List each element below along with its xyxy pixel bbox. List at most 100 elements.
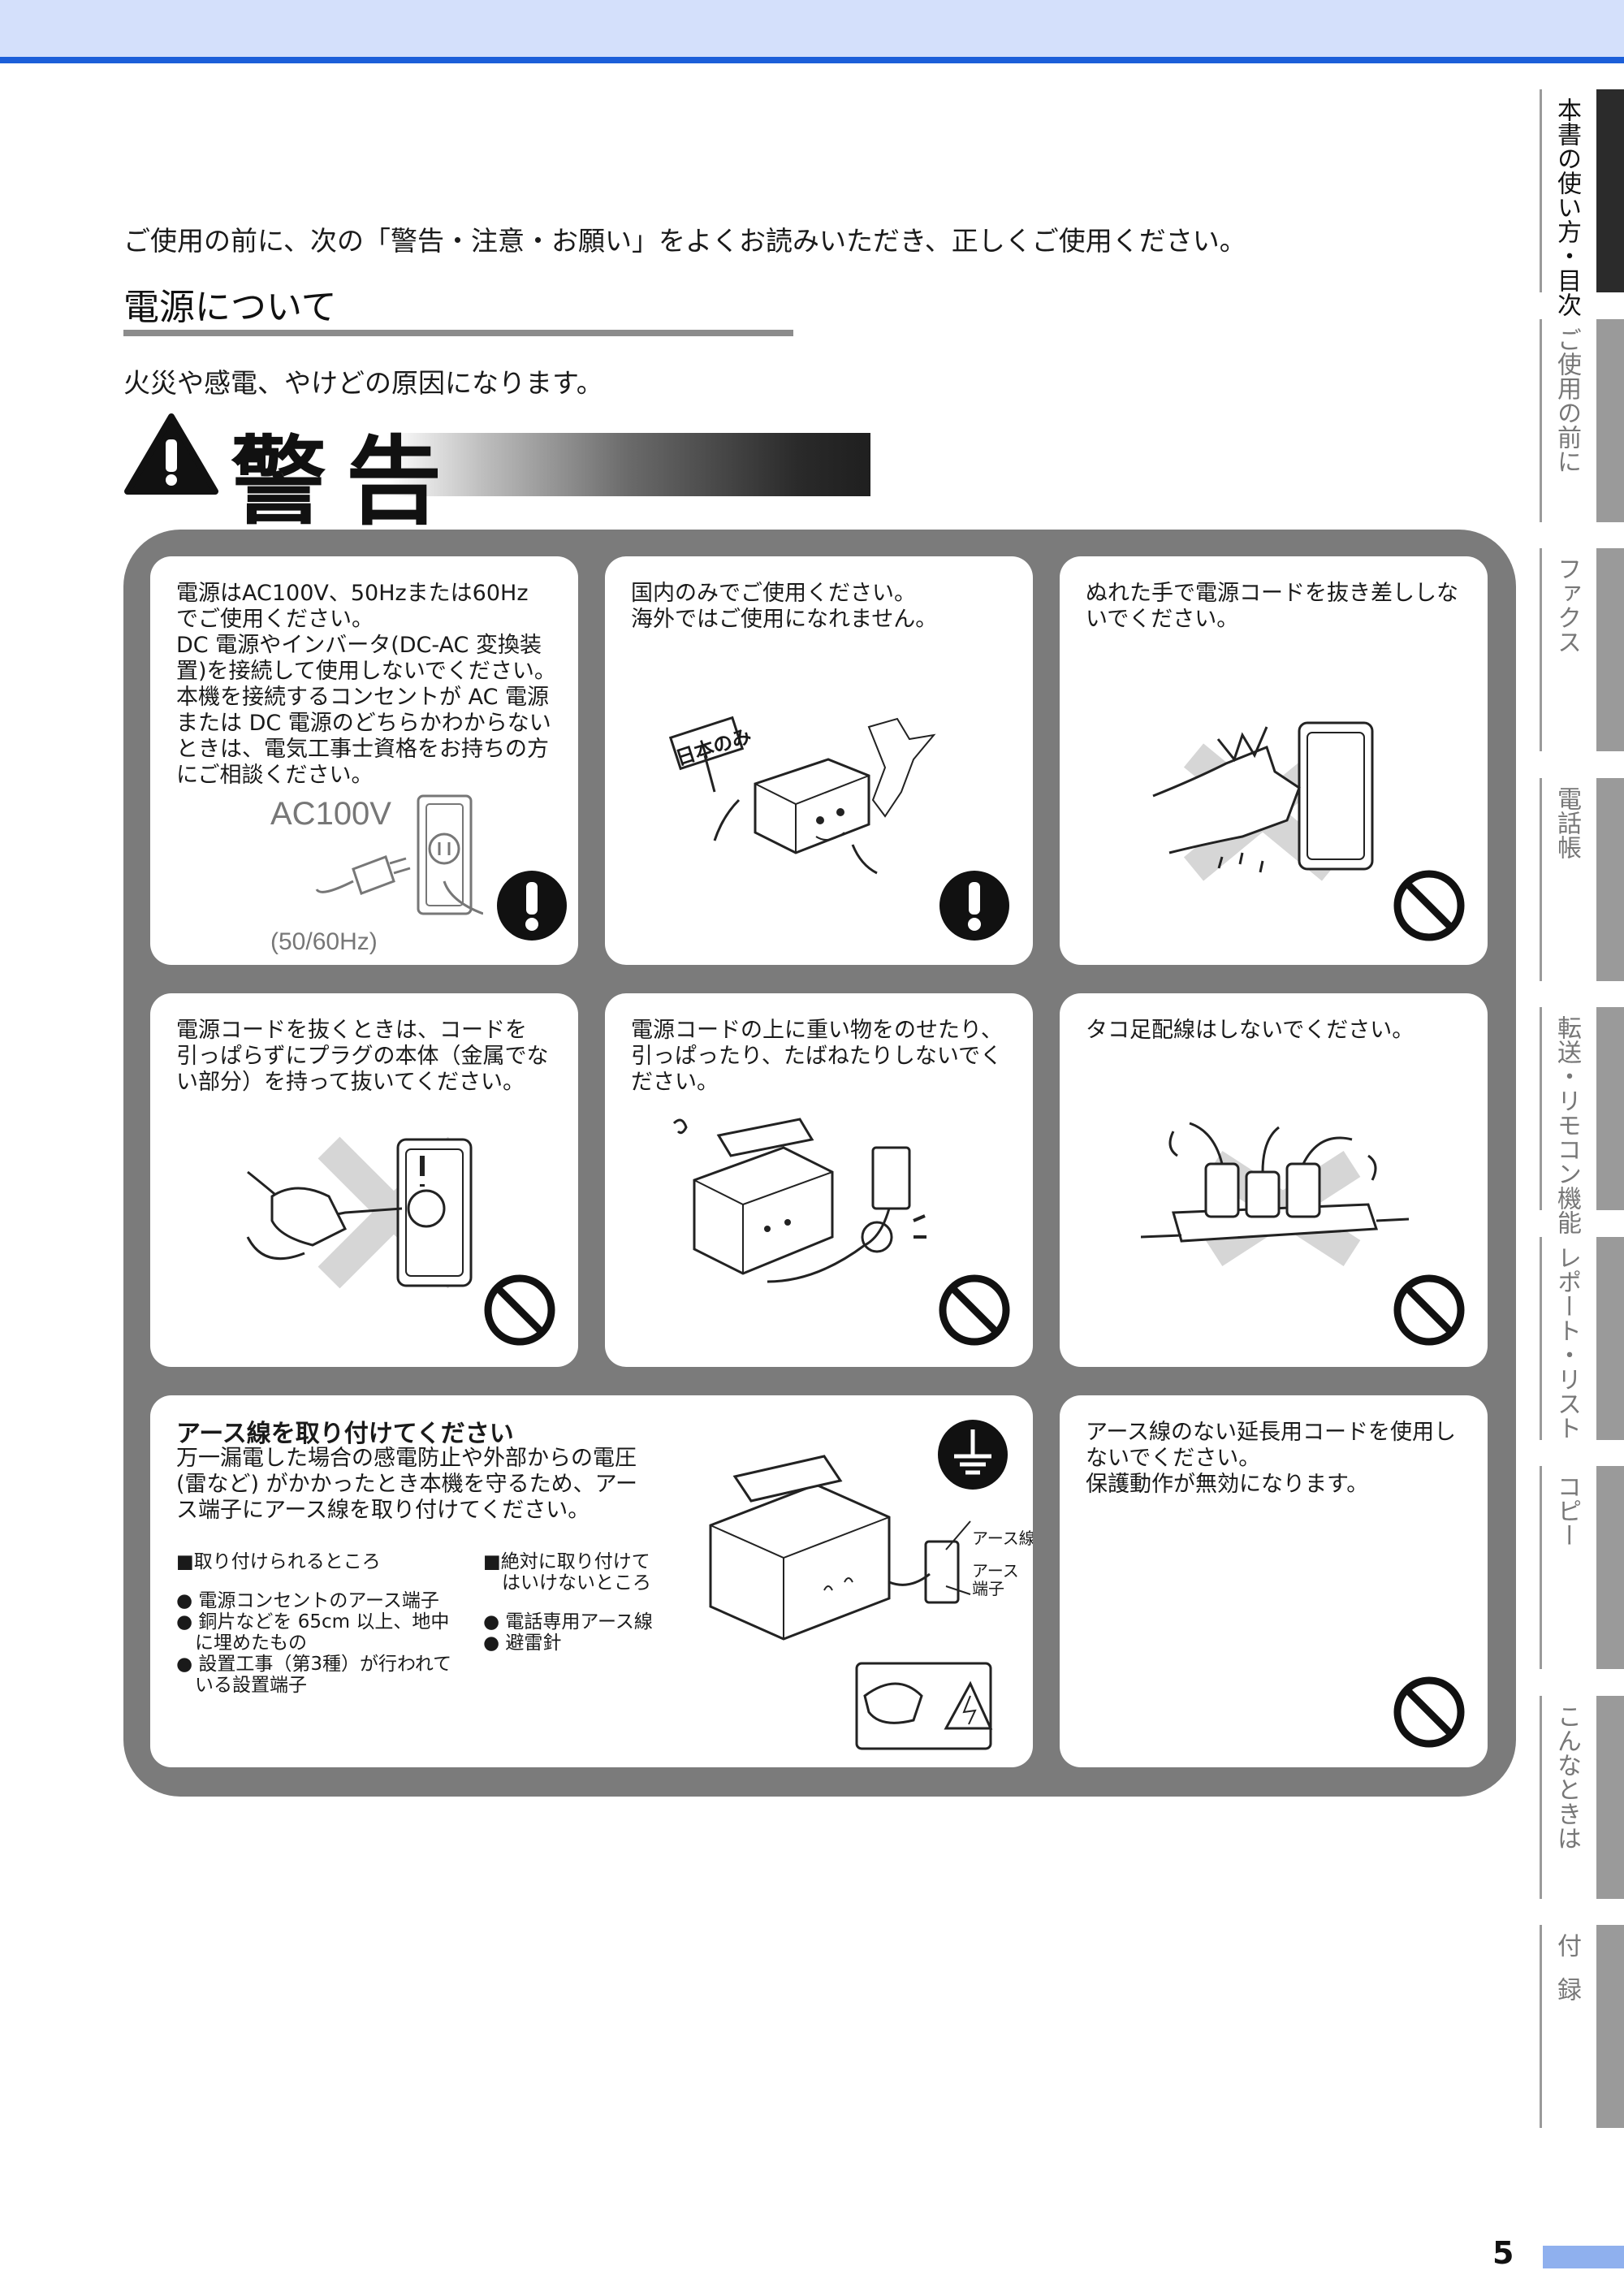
- card-domestic-only: 国内のみでご使用ください。 海外ではご使用になれません。 日本のみ: [605, 556, 1033, 965]
- card-line: 電源コードの上に重い物をのせたり、: [631, 1018, 1003, 1043]
- card-text: タコ足配線はしないでください。: [1086, 1018, 1414, 1044]
- terminal-label-line: 端子: [972, 1579, 1004, 1598]
- card-text: 国内のみでご使用ください。 海外ではご使用になれません。: [631, 581, 937, 633]
- ground-icon: [938, 1420, 1008, 1490]
- ng-item: ● 避雷針: [483, 1633, 562, 1654]
- tab-edge: [1540, 1466, 1542, 1669]
- wet-hand-outlet-illustration: [1152, 721, 1374, 881]
- card-line: にご相談ください。: [176, 763, 374, 788]
- card-unplug-by-plug: 電源コードを抜くときは、コードを 引っぱらずにプラグの本体（金属でな い部分）を…: [150, 993, 578, 1367]
- tab-label: レポート・リスト: [1553, 1245, 1581, 1440]
- card-line: 引っぱったり、たばねたりしないでく: [631, 1044, 1003, 1069]
- page-number-bar: [1543, 2246, 1624, 2268]
- ground-ok-list: ■取り付けられるところ ● 電源コンセントのアース端子 ● 銅片などを 65cm…: [176, 1551, 451, 1696]
- card-line: ないでください。: [1086, 1446, 1261, 1471]
- outlet-plug-illustration: [315, 794, 483, 915]
- tab-troubleshooting[interactable]: こんなときは: [1540, 1696, 1624, 1899]
- card-no-ground-extension: アース線のない延長用コードを使用し ないでください。 保護動作が無効になります。: [1060, 1395, 1488, 1767]
- section-subtitle: 火災や感電、やけどの原因になります。: [123, 367, 603, 399]
- prohibited-icon: [1393, 1676, 1465, 1748]
- card-line: いでください。: [1086, 607, 1239, 632]
- tab-edge: [1540, 1007, 1542, 1210]
- card-line: 万一漏電した場合の感電防止や外部からの電圧: [176, 1446, 637, 1471]
- tab-fill: [1596, 319, 1624, 522]
- tab-before-use[interactable]: ご使用の前に: [1540, 319, 1624, 522]
- ground-title: アース線を取り付けてください: [176, 1420, 514, 1448]
- card-line: 本機を接続するコンセントが AC 電源: [176, 685, 550, 710]
- tab-edge: [1540, 319, 1542, 522]
- tab-contents[interactable]: 本書の使い方・目次: [1540, 89, 1624, 317]
- card-line: 引っぱらずにプラグの本体（金属でな: [176, 1044, 549, 1069]
- ng-heading: はいけないところ: [483, 1572, 651, 1594]
- tab-forward-remote[interactable]: 転送・リモコン機能: [1540, 1007, 1624, 1235]
- card-line: ださい。: [631, 1070, 719, 1095]
- card-text: ぬれた手で電源コードを抜き差ししな いでください。: [1086, 581, 1458, 633]
- card-line: ときは、電気工事士資格をお持ちの方: [176, 737, 549, 762]
- ok-item: いる設置端子: [176, 1675, 307, 1696]
- tab-label: 本書の使い方・目次: [1553, 97, 1581, 317]
- ground-terminal-label: アース 端子: [972, 1562, 1019, 1598]
- mandatory-icon: [497, 871, 567, 941]
- prohibited-icon: [1393, 1274, 1465, 1346]
- ok-item: ● 電源コンセントのアース端子: [176, 1590, 439, 1611]
- tab-label: 転送・リモコン機能: [1553, 1015, 1581, 1235]
- prohibited-icon: [484, 1274, 555, 1346]
- card-line: DC 電源やインバータ(DC-AC 変換装: [176, 633, 542, 658]
- card-line: 保護動作が無効になります。: [1086, 1472, 1369, 1497]
- tab-fill: [1596, 548, 1624, 751]
- tab-copy[interactable]: コピー: [1540, 1466, 1624, 1669]
- card-octopus-wiring: タコ足配線はしないでください。: [1060, 993, 1488, 1367]
- intro-text: ご使用の前に、次の「警告・注意・お願い」をよくお読みいただき、正しくご使用くださ…: [123, 225, 1246, 257]
- tab-fill: [1596, 1466, 1624, 1669]
- tab-label: こんなときは: [1553, 1704, 1581, 1850]
- card-line: (雷など) がかかったとき本機を守るため、アー: [176, 1472, 638, 1497]
- card-text: 電源コードの上に重い物をのせたり、 引っぱったり、たばねたりしないでく ださい。: [631, 1018, 1003, 1096]
- tab-edge: [1540, 89, 1542, 292]
- hz-label: (50/60Hz): [270, 928, 378, 955]
- card-line: 電源はAC100V、50Hzまたは60Hz: [176, 581, 529, 606]
- tab-fill: [1596, 1007, 1624, 1210]
- card-text: 電源コードを抜くときは、コードを 引っぱらずにプラグの本体（金属でな い部分）を…: [176, 1018, 548, 1096]
- tab-phonebook[interactable]: 電話帳: [1540, 778, 1624, 981]
- ng-heading: ■絶対に取り付けて: [483, 1551, 650, 1572]
- tab-label: ファクス: [1553, 556, 1581, 654]
- header-rule: [0, 57, 1624, 63]
- tab-fill: [1596, 778, 1624, 981]
- card-line: アース線のない延長用コードを使用し: [1086, 1420, 1457, 1445]
- ac100v-label: AC100V: [270, 796, 391, 832]
- tab-label: 付録: [1553, 1933, 1581, 2021]
- prohibited-icon: [939, 1274, 1010, 1346]
- card-wet-hands: ぬれた手で電源コードを抜き差ししな いでください。: [1060, 556, 1488, 965]
- fax-heavy-cord-illustration: [672, 1118, 926, 1283]
- card-line: でご使用ください。: [176, 607, 374, 632]
- tab-edge: [1540, 1696, 1542, 1899]
- tab-fax[interactable]: ファクス: [1540, 548, 1624, 751]
- page-number: 5: [1492, 2235, 1514, 2271]
- card-line: 電源コードを抜くときは、コードを: [176, 1018, 527, 1043]
- pull-cord-illustration: [246, 1136, 473, 1289]
- card-line: ぬれた手で電源コードを抜き差ししな: [1086, 581, 1458, 606]
- tab-fill: [1596, 89, 1624, 292]
- warning-gradient-bar: [387, 433, 870, 496]
- tab-edge: [1540, 1925, 1542, 2128]
- tab-appendix[interactable]: 付録: [1540, 1925, 1624, 2128]
- tab-fill: [1596, 1696, 1624, 1899]
- header-band: [0, 0, 1624, 60]
- card-line: 海外ではご使用になれません。: [631, 607, 938, 632]
- warning-triangle-icon: [124, 413, 218, 495]
- card-line: い部分）を持って抜いてください。: [176, 1070, 525, 1095]
- terminal-label-line: アース: [972, 1561, 1019, 1581]
- card-ac100v: 電源はAC100V、50Hzまたは60Hz でご使用ください。 DC 電源やイン…: [150, 556, 578, 965]
- card-heavy-objects: 電源コードの上に重い物をのせたり、 引っぱったり、たばねたりしないでく ださい。: [605, 993, 1033, 1367]
- ground-wire-label: アース線: [972, 1529, 1033, 1548]
- tab-report-list[interactable]: レポート・リスト: [1540, 1237, 1624, 1440]
- tab-edge: [1540, 1237, 1542, 1440]
- card-line: または DC 電源のどちらかわからない: [176, 711, 551, 736]
- tab-edge: [1540, 548, 1542, 751]
- overloaded-outlet-illustration: [1141, 1122, 1409, 1266]
- card-text: アース線のない延長用コードを使用し ないでください。 保護動作が無効になります。: [1086, 1420, 1456, 1498]
- ng-item: ● 電話専用アース線: [483, 1611, 653, 1633]
- fax-japan-illustration: [668, 716, 936, 875]
- card-ground-wire: アース線を取り付けてください 万一漏電した場合の感電防止や外部からの電圧 (雷な…: [150, 1395, 1033, 1767]
- ok-heading: ■取り付けられるところ: [176, 1551, 381, 1572]
